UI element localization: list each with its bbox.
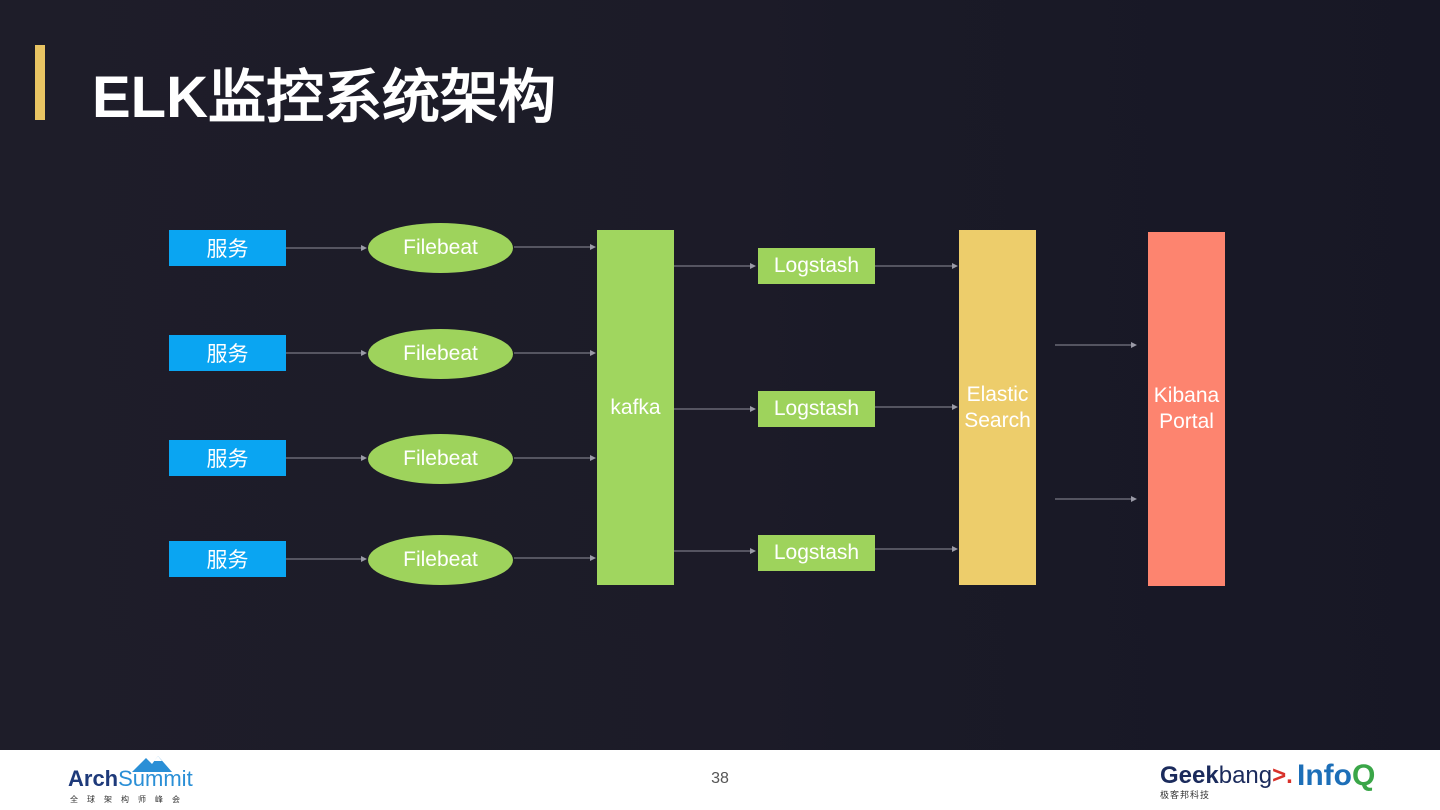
filebeat-node: Filebeat bbox=[368, 434, 513, 484]
filebeat-node: Filebeat bbox=[368, 223, 513, 273]
archsummit-logo: ArchSummit 全球架构师峰会 bbox=[68, 756, 198, 804]
title-accent-bar bbox=[35, 45, 45, 120]
geekbang-symbol: >. bbox=[1272, 762, 1293, 789]
kibana-portal-node: Kibana Portal bbox=[1148, 232, 1225, 586]
service-node: 服务 bbox=[169, 335, 286, 371]
archsummit-summit-text: Summit bbox=[118, 766, 193, 791]
logstash-node: Logstash bbox=[758, 391, 875, 427]
archsummit-subtitle: 全球架构师峰会 bbox=[70, 795, 189, 804]
elasticsearch-label-line1: Elastic bbox=[966, 382, 1029, 406]
elasticsearch-node: Elastic Search bbox=[959, 230, 1036, 585]
infoq-logo: InfoQ bbox=[1297, 759, 1375, 793]
service-node: 服务 bbox=[169, 541, 286, 577]
slide-title: ELK监控系统架构 bbox=[92, 65, 557, 130]
elasticsearch-label-line2: Search bbox=[964, 408, 1031, 432]
logstash-node: Logstash bbox=[758, 535, 875, 571]
geekbang-logo: Geekbang>. 极客邦科技 bbox=[1160, 762, 1300, 802]
mountain-icon bbox=[132, 756, 172, 772]
infoq-q-text: Q bbox=[1351, 759, 1376, 792]
geekbang-bang-text: bang bbox=[1218, 762, 1273, 789]
slide-footer: ArchSummit 全球架构师峰会 38 Geekbang>. 极客邦科技 I… bbox=[0, 750, 1440, 810]
filebeat-node: Filebeat bbox=[368, 535, 513, 585]
service-node: 服务 bbox=[169, 440, 286, 476]
page-number: 38 bbox=[711, 770, 729, 787]
logstash-node: Logstash bbox=[758, 248, 875, 284]
archsummit-arch-text: Arch bbox=[68, 766, 119, 791]
infoq-info-text: Info bbox=[1297, 759, 1352, 792]
kibana-label-line2: Portal bbox=[1159, 410, 1214, 433]
geekbang-geek-text: Geek bbox=[1160, 762, 1219, 789]
kibana-label-line1: Kibana bbox=[1153, 384, 1220, 407]
kafka-node: kafka bbox=[597, 230, 674, 585]
filebeat-node: Filebeat bbox=[368, 329, 513, 379]
service-node: 服务 bbox=[169, 230, 286, 266]
geekbang-subtitle: 极客邦科技 bbox=[1160, 790, 1211, 800]
